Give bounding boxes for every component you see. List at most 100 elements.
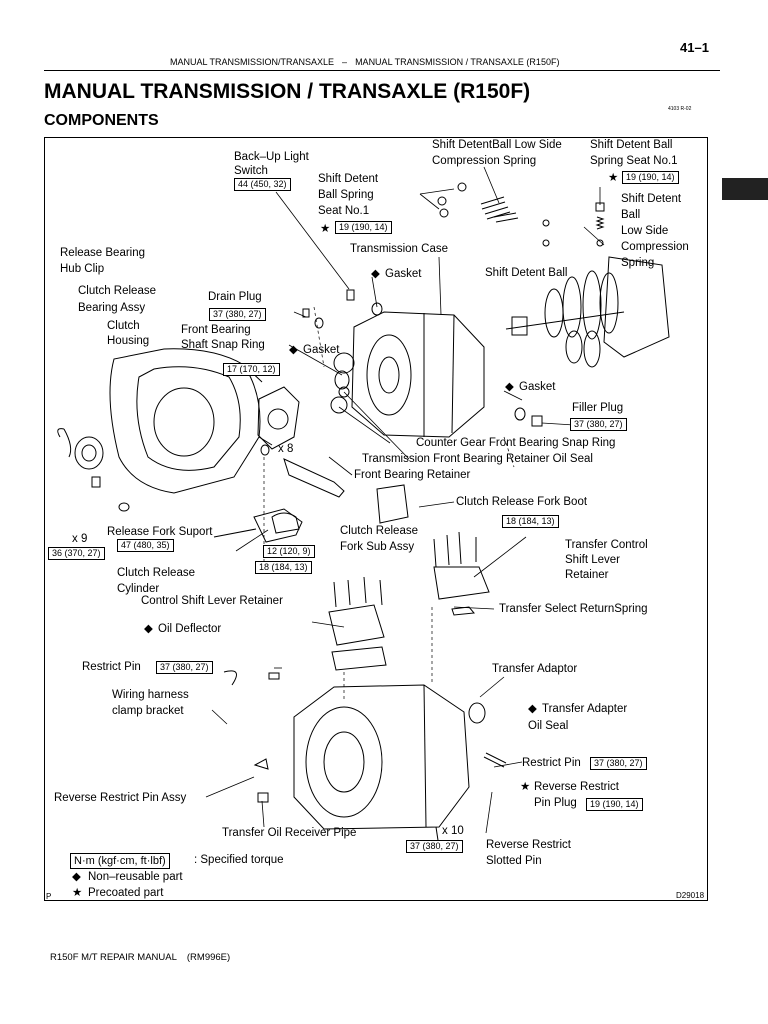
label-fork-boot: Clutch Release Fork Boot [456,496,588,508]
label-detent-seat-line2: Ball Spring [318,189,374,201]
label-drain-plug: Drain Plug [208,291,262,303]
label-clutch-housing-line2: Housing [107,335,150,347]
label-front-bearing-retainer: Front Bearing Retainer [354,469,471,481]
non-reusable-diamond-4: ◆ [144,623,153,635]
label-adapter-seal-line1: Transfer Adapter [542,703,628,715]
corner-mark: P [46,892,52,901]
label-backup-light-switch-line1: Back–Up Light [234,151,309,163]
torque-drain-plug: 37 (380, 27) [209,308,266,321]
label-retainer-oil-seal: Transmission Front Bearing Retainer Oil … [362,453,593,465]
label-detent-seat-line1: Shift Detent [318,173,379,185]
label-ball-low-line4: Compression [621,241,689,253]
label-transfer-control-line3: Retainer [565,569,609,581]
label-transfer-control-line1: Transfer Control [565,539,648,551]
label-release-bearing-line2: Bearing Assy [78,302,146,314]
torque-backup-light-switch: 44 (450, 32) [234,178,291,191]
torque-transfer-lever-bolt: 18 (184, 13) [502,515,559,528]
page-number: 41–1 [680,40,709,55]
label-hub-clip-line1: Release Bearing [60,247,146,259]
torque-adaptor-bolt: 37 (380, 27) [406,840,463,853]
label-reverse-plug-line1: Reverse Restrict [534,781,619,793]
torque-ball-spring-seat: 19 (190, 14) [622,171,679,184]
torque-retainer-bolt: 17 (170, 12) [223,363,280,376]
precoated-star-1: ★ [320,223,331,235]
label-adapter-seal-line2: Oil Seal [528,720,569,732]
label-harness-line2: clamp bracket [112,705,184,717]
label-low-side-spring-line1: Shift DetentBall Low Side [432,139,562,151]
leader-lines [205,166,605,834]
precoated-star-3: ★ [520,781,531,793]
legend-precoated: Precoated part [88,887,164,899]
label-fork-sub-line2: Fork Sub Assy [340,541,415,553]
label-release-cylinder-line2: Cylinder [117,583,160,595]
reference-code: 4103 R-02 [668,106,692,112]
legend-star-symbol: ★ [72,887,83,899]
diagram-frame [44,137,708,901]
clutch-housing-drawing [109,348,273,494]
label-restrict-pin-1: Restrict Pin [82,661,141,673]
label-gasket-3: Gasket [519,381,556,393]
label-oil-receiver-pipe: Transfer Oil Receiver Pipe [222,827,357,839]
label-hub-clip-line2: Hub Clip [60,263,105,275]
section-title: COMPONENTS [44,112,159,129]
retainer-fork-drawing [118,386,345,534]
label-shift-detent-ball: Shift Detent Ball [485,267,568,279]
page-title: MANUAL TRANSMISSION / TRANSAXLE (R150F) [44,80,531,103]
footer-manual-code: (RM996E) [186,952,231,963]
label-ball-low-line2: Ball [621,209,641,221]
torque-control-lever-bolt: 18 (184, 13) [255,561,312,574]
legend-torque-desc: : Specified torque [194,854,284,866]
release-bearing-drawing [57,428,104,488]
torque-filler-plug: 37 (380, 27) [570,418,627,431]
label-release-bearing-line1: Clutch Release [78,285,156,297]
label-snap-ring-line1: Front Bearing [181,324,251,336]
label-backup-light-switch-line2: Switch [234,165,268,177]
page-footer: R150F M/T REPAIR MANUAL (RM996E) [50,952,230,963]
label-ball-low-line5: Spring [621,257,655,269]
label-slotted-pin-line2: Slotted Pin [486,855,542,867]
torque-restrict-pin-1: 37 (380, 27) [156,661,213,674]
torque-fork-support: 47 (480, 35) [117,539,174,552]
label-gasket-2: Gasket [303,344,340,356]
count-x10: x 10 [442,825,464,837]
legend-non-reusable: Non–reusable part [88,871,183,883]
transmission-case-drawing [330,311,485,438]
drawing-code: D29018 [676,891,705,900]
label-return-spring: Transfer Select ReturnSpring [499,603,648,615]
footer-manual-name: R150F M/T REPAIR MANUAL [50,952,177,963]
running-head-left: MANUAL TRANSMISSION/TRANSAXLE [170,57,335,67]
label-low-side-spring-line2: Compression Spring [432,155,537,167]
label-slotted-pin-line1: Reverse Restrict [486,839,571,851]
label-harness-line1: Wiring harness [112,689,189,701]
torque-housing-bolt: 36 (370, 27) [48,547,105,560]
legend-torque-unit: N·m (kgf·cm, ft·lbf) [70,853,170,869]
non-reusable-diamond-2: ◆ [289,344,298,356]
torque-detent-seat: 19 (190, 14) [335,221,392,234]
label-transfer-adaptor: Transfer Adaptor [492,663,578,675]
detent-parts-drawing [302,182,605,427]
torque-restrict-pin-2: 37 (380, 27) [590,757,647,770]
label-ball-spring-seat-line1: Shift Detent Ball [590,139,673,151]
label-control-shift-retainer: Control Shift Lever Retainer [141,595,283,607]
label-release-cylinder-line1: Clutch Release [117,567,195,579]
torque-cylinder-bolt: 12 (120, 9) [263,545,315,558]
running-head-separator: – [342,57,348,67]
label-filler-plug: Filler Plug [572,402,624,414]
label-ball-spring-seat-line2: Spring Seat No.1 [590,155,678,167]
torque-reverse-plug: 19 (190, 14) [586,798,643,811]
label-reverse-plug-line2: Pin Plug [534,797,577,809]
label-ball-low-line3: Low Side [621,225,669,237]
section-thumb-tab [722,178,768,200]
label-gasket-1: Gasket [385,268,422,280]
label-detent-seat-line3: Seat No.1 [318,205,370,217]
label-restrict-pin-2: Restrict Pin [522,757,581,769]
gear-train-drawing [505,256,670,368]
non-reusable-diamond-5: ◆ [528,703,537,715]
label-transmission-case: Transmission Case [350,243,448,255]
running-head-right: MANUAL TRANSMISSION / TRANSAXLE (R150F) [355,57,560,67]
count-x8: x 8 [278,443,294,455]
legend-diamond-symbol: ◆ [72,871,81,883]
diagram-labels: Back–Up Light Switch 44 (450, 32) Shift … [44,137,708,901]
header-rule [44,70,720,71]
label-transfer-control-line2: Shift Lever [565,554,620,566]
